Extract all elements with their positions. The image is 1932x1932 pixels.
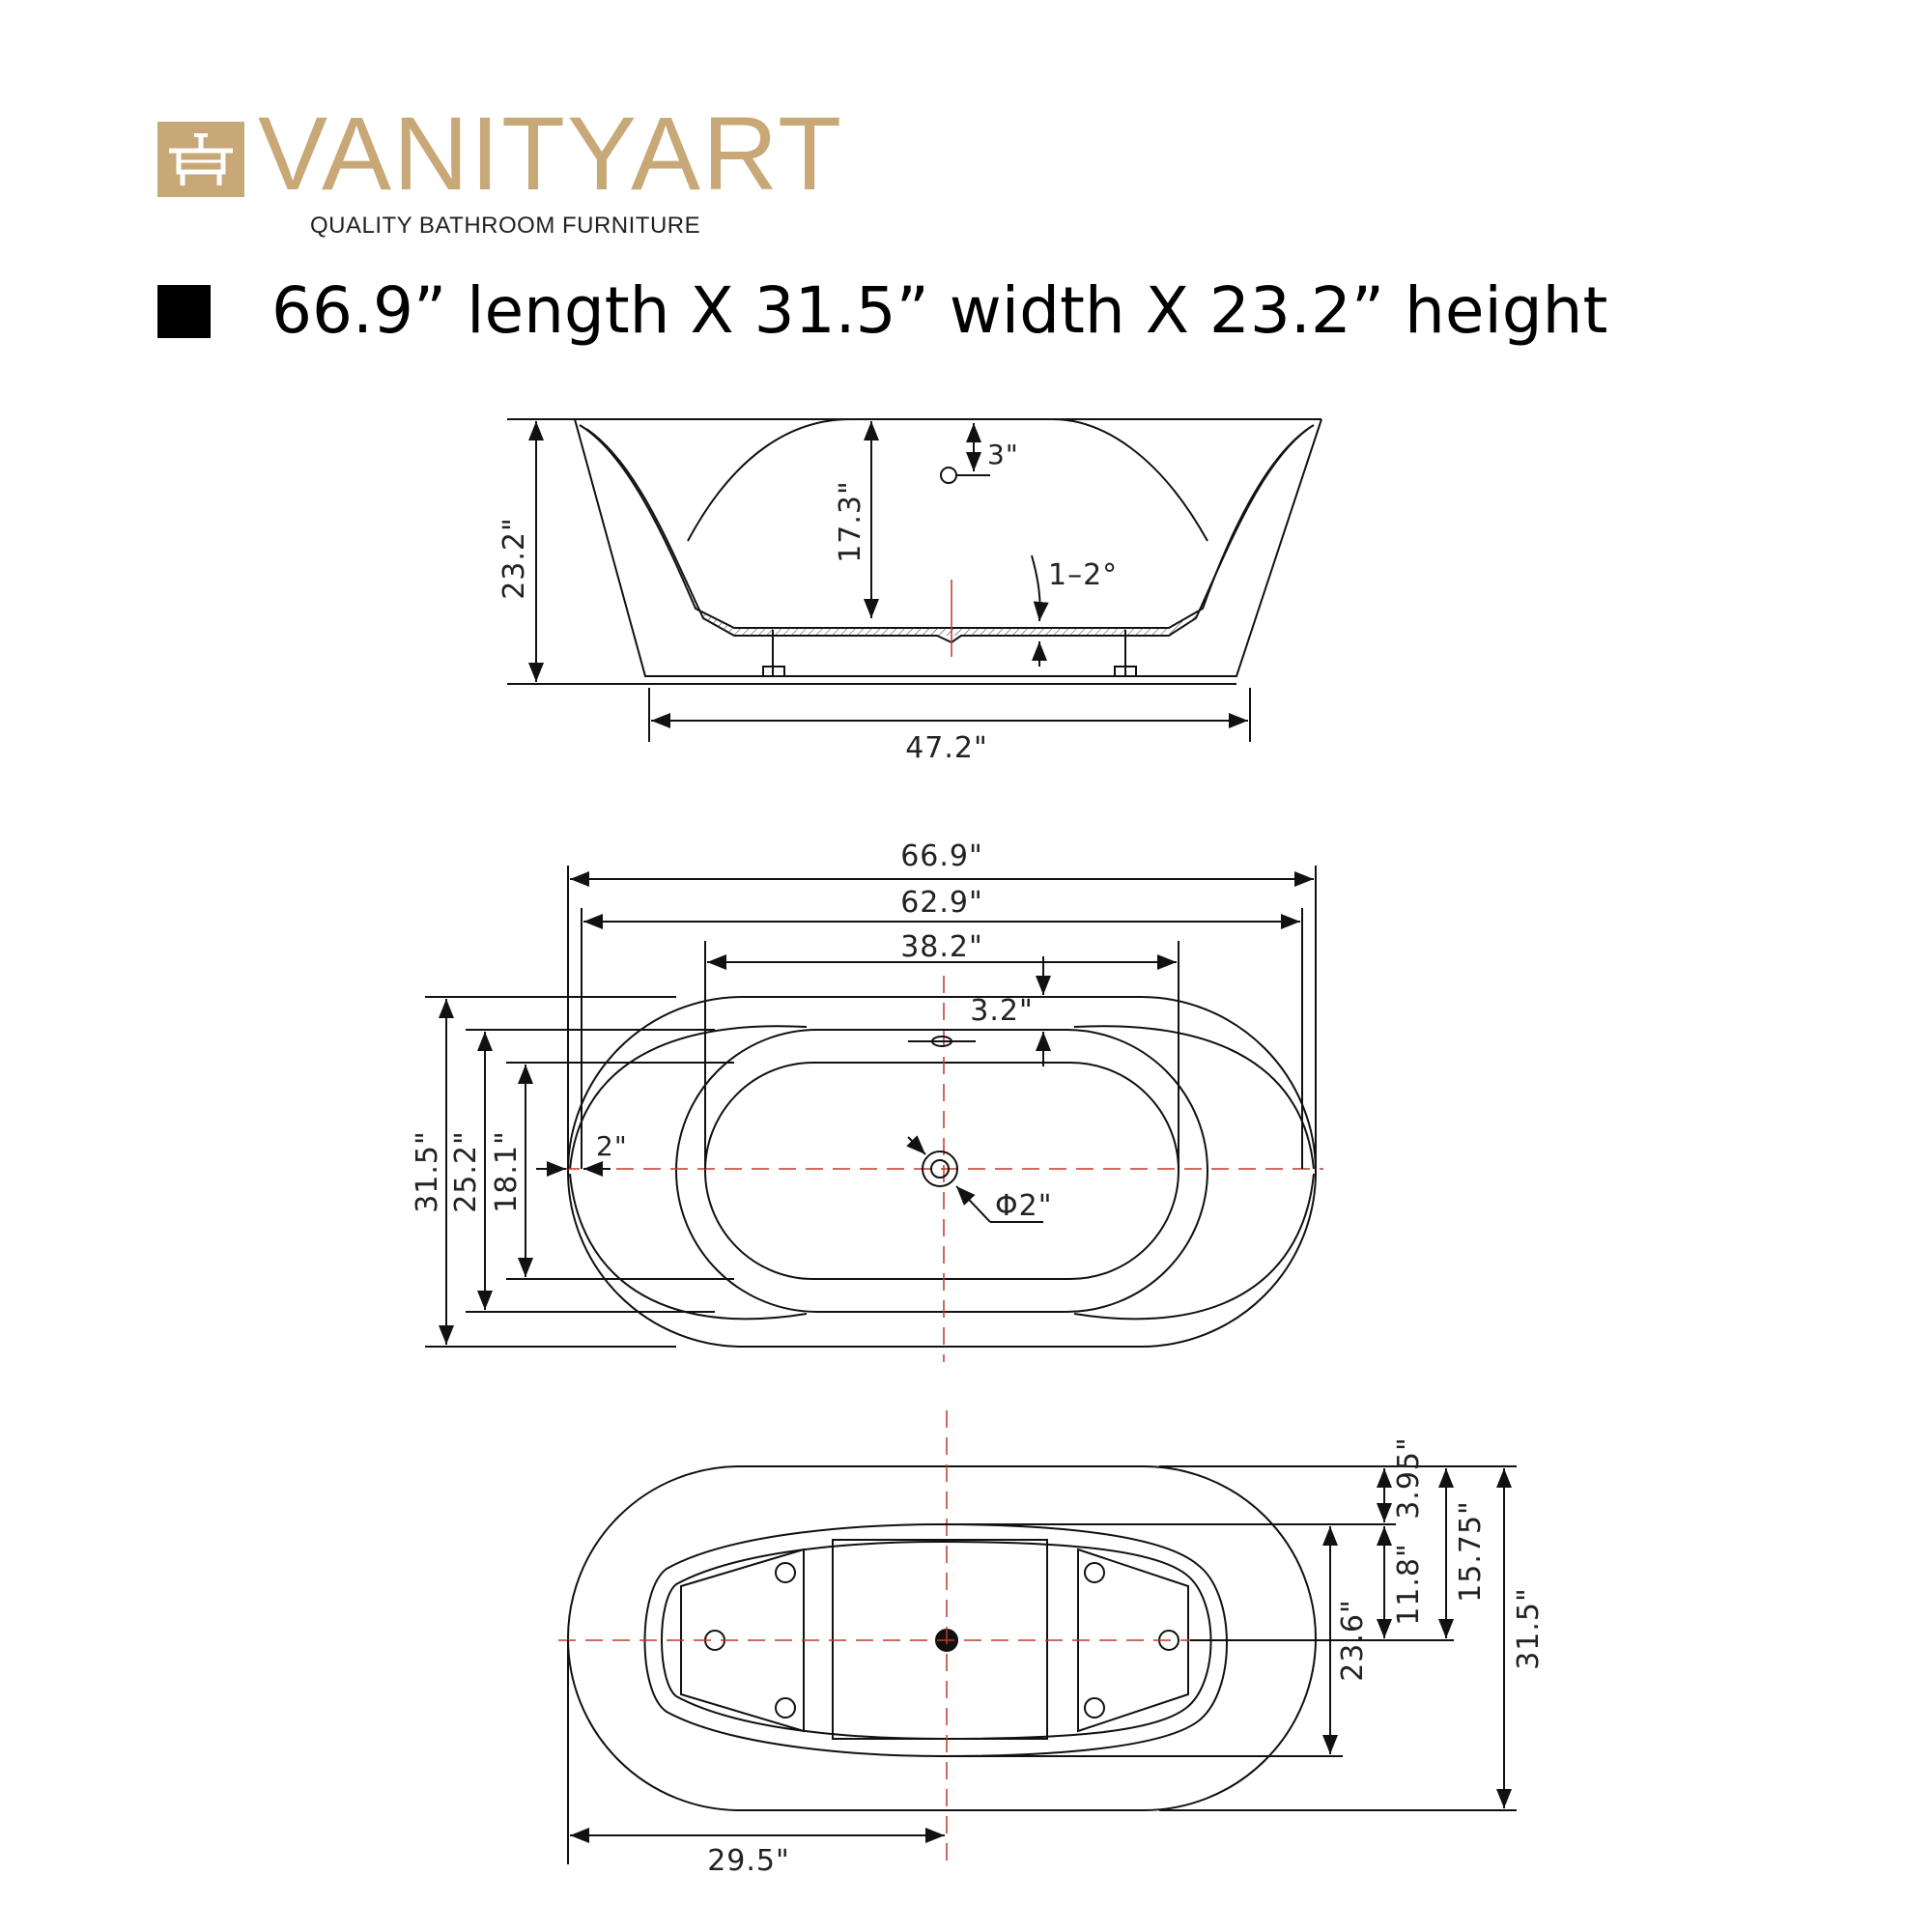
support-frame: [643, 1522, 1228, 1758]
inner-rim: [675, 1029, 1208, 1313]
leg-hole-icon: [775, 1562, 796, 1583]
top-wall-label: 2": [596, 1130, 628, 1162]
top-rim-length-label: 62.9": [900, 886, 983, 920]
side-view-labels: 23.2" 17.3" 3" 1–2° 47.2": [497, 439, 1118, 765]
bottom-offset-top-label: 3.95": [1392, 1436, 1426, 1520]
bullet-square-icon: [157, 285, 211, 338]
drain-inner-icon: [930, 1159, 950, 1179]
bottom-support-half-label: 11.8": [1392, 1543, 1426, 1626]
brand-tagline: QUALITY BATHROOM FURNITURE: [310, 213, 701, 239]
top-drain-diameter-label: Φ2": [995, 1189, 1053, 1223]
top-overall-length-label: 66.9": [900, 839, 983, 873]
basin: [704, 1062, 1179, 1280]
tub-footprint: [567, 1465, 1317, 1811]
tub-inner-shell-outer: [585, 428, 1309, 644]
bottom-frame-width-label: 23.6": [1336, 1599, 1370, 1682]
foot-left: [762, 666, 785, 677]
dimensions-headline: 66.9” length X 31.5” width X 23.2” heigh…: [157, 273, 1607, 348]
side-inner-depth-label: 17.3": [834, 480, 867, 563]
top-rim-width-label: 25.2": [449, 1130, 483, 1213]
side-overall-height-label: 23.2": [497, 517, 531, 600]
left-panel: [680, 1548, 805, 1733]
side-slope-label: 1–2°: [1048, 558, 1118, 592]
side-view: [507, 418, 1322, 742]
drain-outer-icon: [922, 1151, 958, 1187]
overflow-hole-icon: [940, 467, 957, 484]
top-overall-width-label: 31.5": [411, 1130, 444, 1213]
leg-hole-icon: [775, 1697, 796, 1719]
top-basin-width-label: 18.1": [490, 1130, 524, 1213]
tub-inner-shell: [579, 424, 1315, 629]
inner-arc-left: [687, 418, 851, 542]
vanity-emblem-icon: [157, 122, 244, 197]
brand-logo: VANITYART QUALITY BATHROOM FURNITURE: [157, 100, 892, 240]
center-panel: [832, 1539, 1048, 1740]
bottom-view: [558, 1410, 1517, 1869]
tub-outer-wall: [574, 418, 1322, 677]
leg-hole-icon: [1084, 1562, 1105, 1583]
top-basin-length-label: 38.2": [900, 930, 983, 964]
brand-name: VANITYART: [258, 95, 844, 212]
foot-right: [1114, 666, 1137, 677]
inner-arc-right: [1052, 418, 1208, 542]
top-overflow-label: 3.2": [970, 994, 1034, 1028]
top-view-labels: 66.9" 62.9" 38.2" 3.2" 31.5" 25.2" 18.1"…: [411, 839, 1053, 1223]
top-view: [425, 866, 1323, 1362]
bottom-view-labels: 3.95" 11.8" 15.75" 31.5" 23.6" 29.5": [707, 1436, 1546, 1878]
side-base-length-label: 47.2": [905, 731, 988, 765]
side-overflow-label: 3": [987, 439, 1019, 470]
headline-text: 66.9” length X 31.5” width X 23.2” heigh…: [271, 273, 1608, 348]
right-panel: [1077, 1548, 1189, 1733]
bottom-half-width-label: 15.75": [1454, 1500, 1488, 1603]
bottom-center-offset-label: 29.5": [707, 1844, 790, 1878]
bottom-overall-width-label: 31.5": [1512, 1587, 1546, 1670]
outer-rim: [567, 996, 1317, 1348]
leg-hole-icon: [1084, 1697, 1105, 1719]
